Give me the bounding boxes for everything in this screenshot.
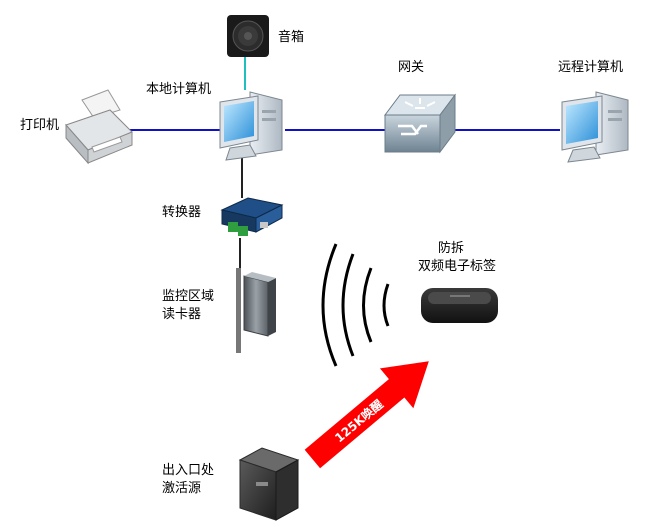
converter-label: 转换器 [162,205,202,220]
activator-label-line2: 激活源 [162,481,202,496]
remote-computer-icon [561,91,629,163]
gateway-label: 网关 [398,60,425,75]
printer-icon [65,89,133,165]
wake-arrow: 125K唤醒 [304,361,429,469]
reader-label-line2: 读卡器 [162,307,202,322]
speaker-icon [227,15,269,57]
speaker-label: 音箱 [278,30,305,45]
reader-antenna-icon [236,268,276,353]
radio-wave-icon [321,243,390,367]
activator-icon [238,447,300,521]
gateway-router-icon [384,93,456,154]
rfid-tag-icon [421,288,498,323]
tag-label-line2: 双频电子标签 [418,259,497,274]
local-computer-icon [219,91,283,161]
local-computer-label: 本地计算机 [146,82,212,97]
converter-icon [220,197,284,236]
tag-label-line1: 防拆 [438,241,465,256]
reader-label-line1: 监控区域 [162,289,215,304]
printer-label: 打印机 [20,118,60,133]
activator-label-line1: 出入口处 [162,463,215,478]
remote-computer-label: 远程计算机 [558,60,624,75]
